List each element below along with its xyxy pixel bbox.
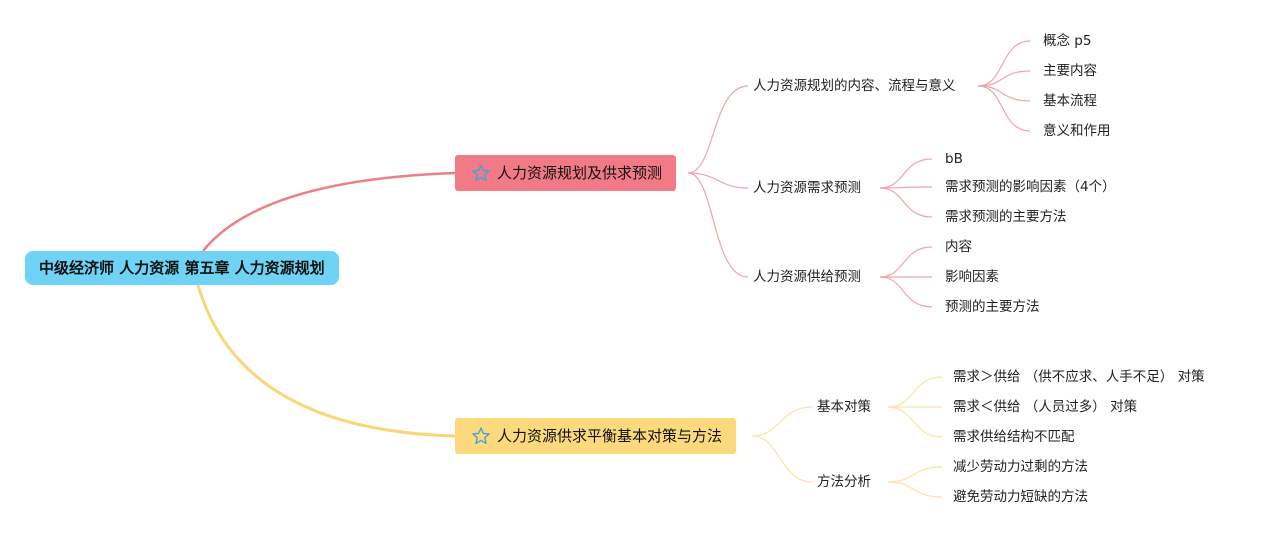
link-topic1-sub3 (687, 172, 749, 278)
leaf-label: 意义和作用 (1043, 123, 1111, 139)
leaf-label: 影响因素 (945, 269, 999, 285)
link-sub1-leaf1 (977, 40, 1031, 87)
topic-label: 人力资源供求平衡基本对策与方法 (497, 427, 723, 445)
leaf-1-1-1[interactable]: 概念 p5 (1043, 30, 1091, 52)
leaf-1-3-3[interactable]: 预测的主要方法 (945, 296, 1040, 318)
leaf-2-2-1[interactable]: 减少劳动力过剩的方法 (953, 456, 1088, 478)
leaf-label: bB (945, 151, 963, 167)
subtopic-1-1[interactable]: 人力资源规划的内容、流程与意义 (753, 75, 956, 97)
leaf-2-1-1[interactable]: 需求＞供给 （供不应求、人手不足） 对策 (953, 366, 1205, 388)
leaf-1-3-2[interactable]: 影响因素 (945, 266, 999, 288)
leaf-label: 需求预测的影响因素（4个） (945, 179, 1116, 195)
leaf-label: 需求预测的主要方法 (945, 209, 1067, 225)
star-icon (472, 427, 490, 445)
star-icon (472, 164, 490, 182)
link-sub2-leaf3 (879, 187, 933, 218)
leaf-1-2-1[interactable]: bB (945, 148, 963, 170)
leaf-label: 需求供给结构不匹配 (953, 429, 1075, 445)
topic-node-1[interactable]: 人力资源规划及供求预测 (455, 155, 677, 191)
leaf-label: 概念 p5 (1043, 33, 1092, 49)
topic-node-2[interactable]: 人力资源供求平衡基本对策与方法 (455, 418, 737, 454)
link-sub1-leaf4 (977, 85, 1031, 132)
subtopic-label: 人力资源规划的内容、流程与意义 (753, 78, 956, 94)
leaf-1-2-2[interactable]: 需求预测的影响因素（4个） (945, 176, 1116, 198)
link-topic1-sub2 (687, 172, 749, 189)
leaf-label: 内容 (945, 239, 972, 255)
subtopic-2-1[interactable]: 基本对策 (817, 396, 871, 418)
leaf-1-3-1[interactable]: 内容 (945, 236, 972, 258)
leaf-label: 预测的主要方法 (945, 299, 1040, 315)
root-label: 中级经济师 人力资源 第五章 人力资源规划 (39, 259, 325, 277)
leaf-label: 减少劳动力过剩的方法 (953, 459, 1088, 475)
link-sub2-leaf1 (879, 158, 933, 189)
link-root-topic-1 (202, 171, 456, 252)
leaf-label: 避免劳动力短缺的方法 (953, 489, 1088, 505)
link-topic1-sub1 (687, 85, 749, 174)
link-root-topic-2 (196, 284, 456, 438)
leaf-2-1-3[interactable]: 需求供给结构不匹配 (953, 426, 1075, 448)
subtopic-2-2[interactable]: 方法分析 (817, 471, 871, 493)
link-sub3-leaf3 (879, 276, 933, 308)
leaf-1-1-3[interactable]: 基本流程 (1043, 90, 1097, 112)
subtopic-label: 人力资源需求预测 (753, 180, 861, 196)
subtopic-label: 人力资源供给预测 (753, 269, 861, 285)
leaf-1-1-4[interactable]: 意义和作用 (1043, 120, 1111, 142)
leaf-1-1-2[interactable]: 主要内容 (1043, 60, 1097, 82)
leaf-2-2-2[interactable]: 避免劳动力短缺的方法 (953, 486, 1088, 508)
link-sub1-leaf3 (977, 85, 1031, 102)
subtopic-1-2[interactable]: 人力资源需求预测 (753, 177, 861, 199)
link-t2sub1-leaf1 (887, 376, 943, 408)
leaf-1-2-3[interactable]: 需求预测的主要方法 (945, 206, 1067, 228)
leaf-label: 主要内容 (1043, 63, 1097, 79)
leaf-label: 需求＜供给 （人员过多） 对策 (953, 399, 1138, 415)
link-t2sub2-leaf2 (887, 481, 943, 498)
link-t2sub2-leaf1 (887, 466, 943, 483)
leaf-label: 基本流程 (1043, 93, 1097, 109)
link-t2sub1-leaf3 (887, 406, 943, 438)
link-sub1-leaf2 (977, 70, 1031, 87)
link-sub3-leaf1 (879, 246, 933, 278)
topic-label: 人力资源规划及供求预测 (497, 164, 663, 182)
link-topic2-sub2 (751, 435, 813, 483)
subtopic-label: 方法分析 (817, 474, 871, 490)
leaf-label: 需求＞供给 （供不应求、人手不足） 对策 (953, 369, 1205, 385)
leaf-2-1-2[interactable]: 需求＜供给 （人员过多） 对策 (953, 396, 1137, 418)
link-topic2-sub1 (751, 406, 813, 437)
subtopic-label: 基本对策 (817, 399, 871, 415)
subtopic-1-3[interactable]: 人力资源供给预测 (753, 266, 861, 288)
root-node[interactable]: 中级经济师 人力资源 第五章 人力资源规划 (25, 251, 339, 285)
